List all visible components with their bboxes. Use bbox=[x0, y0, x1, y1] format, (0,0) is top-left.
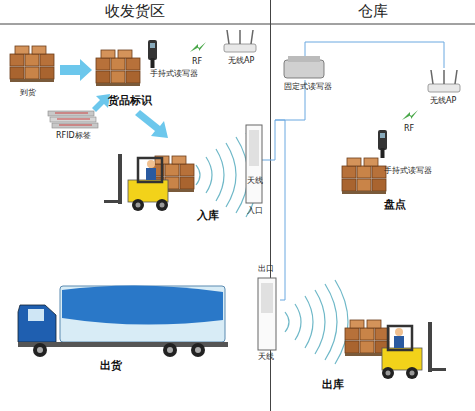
part-label: 天线 bbox=[247, 176, 263, 186]
zone-title: 收发货区 bbox=[0, 0, 270, 22]
part-label: 手持式读写器 bbox=[384, 166, 432, 176]
stage-label: 出货 bbox=[100, 359, 122, 372]
part-label: RF bbox=[404, 124, 414, 134]
part-label: RF bbox=[192, 57, 202, 67]
part-label: 入口 bbox=[247, 206, 263, 216]
part-label: 无线AP bbox=[430, 96, 456, 106]
stage-label: 货品标识 bbox=[108, 94, 152, 107]
part-label: 固定式读写器 bbox=[284, 82, 332, 92]
part-label: 无线AP bbox=[228, 56, 254, 66]
stage-label: 入库 bbox=[197, 209, 219, 222]
stage-label: 盘点 bbox=[384, 198, 406, 211]
zone-title: 仓库 bbox=[271, 0, 475, 22]
part-label: RFID标签 bbox=[56, 131, 91, 141]
part-label: 天线 bbox=[258, 352, 274, 362]
stage-label: 出库 bbox=[322, 378, 344, 391]
part-label: 手持式读写器 bbox=[150, 69, 198, 79]
part-label: 到货 bbox=[20, 88, 36, 98]
part-label: 出口 bbox=[258, 264, 274, 274]
zone-band: 仓库 bbox=[271, 0, 475, 411]
